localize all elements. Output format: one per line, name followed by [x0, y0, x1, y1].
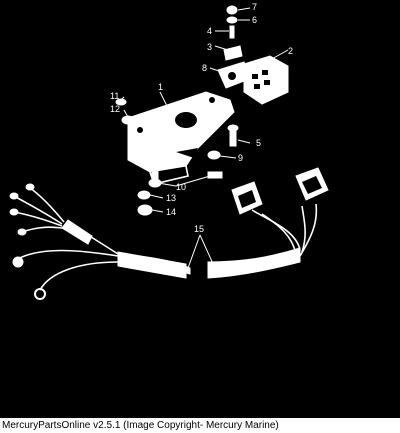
fasteners [115, 98, 239, 216]
hardware-stack [223, 5, 243, 61]
callout-labels: 1 2 3 4 5 6 7 8 9 10 11 12 13 14 15 [110, 2, 293, 234]
leader-lines [120, 7, 289, 269]
callout-15: 15 [194, 224, 204, 234]
callout-12: 12 [110, 104, 120, 114]
callout-10: 10 [176, 182, 186, 192]
callout-3: 3 [207, 42, 212, 52]
callout-5: 5 [256, 138, 261, 148]
copyright-caption: MercuryPartsOnline v2.5.1 (Image Copyrig… [0, 418, 400, 433]
callout-11: 11 [110, 91, 119, 101]
connector-block [243, 55, 289, 105]
callout-13: 13 [166, 193, 176, 203]
callout-2: 2 [288, 46, 293, 56]
wiring-harness [9, 167, 329, 300]
parts-diagram: 1 2 3 4 5 6 7 8 9 10 11 12 13 14 15 [9, 2, 329, 300]
mounting-bracket [127, 91, 235, 185]
callout-7: 7 [252, 2, 257, 12]
callout-9: 9 [238, 153, 243, 163]
callout-1: 1 [158, 82, 163, 92]
callout-8: 8 [202, 63, 207, 73]
callout-6: 6 [252, 15, 257, 25]
callout-4: 4 [207, 26, 212, 36]
callout-14: 14 [166, 207, 176, 217]
